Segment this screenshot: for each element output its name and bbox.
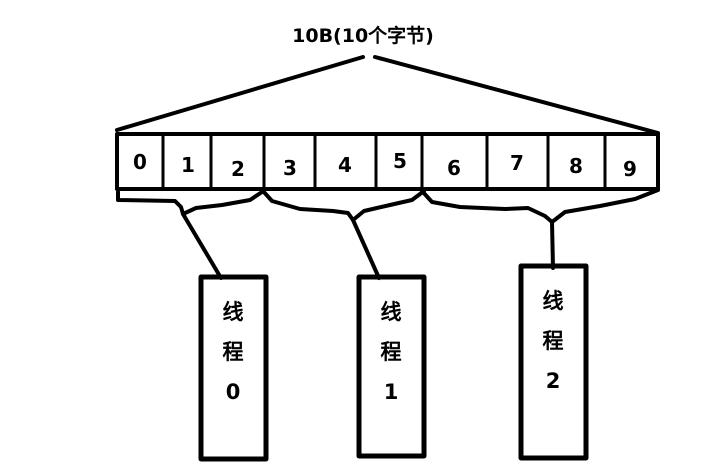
- memory-cell-5: 5: [393, 149, 407, 173]
- brace-thread-0: [116, 190, 264, 216]
- memory-cell-1: 1: [181, 153, 195, 177]
- leader-line-thread-0: [181, 212, 223, 280]
- brace-thread-2: [420, 188, 660, 224]
- thread-box-0: [198, 274, 269, 462]
- thread-box-0-line1: 线: [223, 300, 244, 324]
- leader-line-thread-1: [351, 218, 381, 280]
- thread-box-1: [356, 274, 427, 459]
- diagram-title: 10B(10个字节): [292, 24, 434, 47]
- memory-cell-9: 9: [623, 157, 637, 181]
- memory-cell-4: 4: [338, 153, 352, 177]
- thread-box-1-line3: 1: [384, 380, 399, 404]
- thread-box-2: [518, 263, 589, 461]
- brace-thread-1: [261, 189, 426, 222]
- leader-line-thread-2: [550, 220, 555, 270]
- thread-box-0-line2: 程: [223, 340, 244, 364]
- title-pointer-right-line: [373, 55, 660, 135]
- thread-box-2-line3: 2: [546, 369, 561, 393]
- memory-cell-2: 2: [231, 157, 245, 181]
- memory-cell-8: 8: [569, 154, 583, 178]
- title-pointer-left-line: [115, 55, 365, 132]
- thread-box-2-line1: 线: [543, 289, 564, 313]
- thread-box-2-line2: 程: [543, 329, 564, 353]
- thread-box-0-line3: 0: [226, 380, 241, 404]
- memory-cell-7: 7: [510, 151, 524, 175]
- memory-cell-0: 0: [133, 150, 147, 174]
- thread-box-1-line2: 程: [381, 340, 402, 364]
- memory-cell-6: 6: [447, 156, 461, 180]
- memory-cell-3: 3: [283, 156, 297, 180]
- memory-row-outline: [115, 132, 660, 191]
- thread-box-1-line1: 线: [381, 300, 402, 324]
